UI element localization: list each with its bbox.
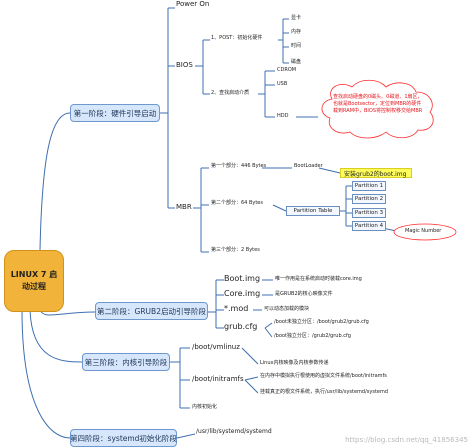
watermark: https://blog.csdn.net/qq_41856345 [345, 436, 468, 444]
bootloader-label: BootLoader [294, 163, 323, 169]
initramfs-label: /boot/initramfs [192, 375, 244, 383]
initramfs-desc-1: 在内存中模拟执行根使用的虚拟文件系统/boot/initramfs [260, 373, 387, 379]
bootimg-desc: 唯一作用是在系统启动时装载core.img [275, 276, 362, 282]
bios-label: BIOS [176, 61, 193, 69]
coreimg-desc: 是GRUB2的核心映像文件 [275, 291, 333, 297]
media-hdd: HDD [277, 113, 289, 119]
grubcfg-desc-unsplit: /boot未独立分区：/boot/grub2/grub.cfg [274, 319, 369, 325]
stage4-branch [176, 433, 196, 439]
post-items [278, 18, 289, 64]
stage3-desc-links [241, 347, 259, 394]
root-node: LINUX 7 启动过程 [4, 250, 64, 312]
root-to-stage4 [21, 309, 71, 439]
root-label: LINUX 7 启动过程 [10, 270, 58, 291]
post-item-gpu: 显卡 [291, 15, 302, 21]
stage3-node: 第三阶段：内核引导阶段 [82, 353, 170, 371]
media-usb: USB [277, 81, 288, 87]
mod-desc: 可以动态加载的模块 [264, 306, 310, 312]
media-cdrom: CDROM [277, 67, 297, 73]
bios-branches [195, 39, 210, 95]
post-label: 1、POST：初始化硬件 [211, 35, 263, 41]
mbr-part1: 第一个部分：446 Bytes [211, 163, 267, 169]
post-item-time: 时间 [291, 43, 302, 49]
bootloader-links [262, 167, 341, 174]
mbr-label: MBR [176, 203, 192, 211]
magic-number-label: Magic Number [405, 228, 442, 234]
mbr-part3: 第三个部分：2 Bytes [211, 247, 260, 253]
stage3-branches [170, 347, 190, 409]
post-item-memory: 内存 [291, 29, 302, 35]
systemd-path: /usr/lib/systemd/systemd [196, 428, 272, 435]
stage1-to-children [160, 7, 175, 209]
mbr-branches [193, 167, 209, 253]
bootimg-label: Boot.img [224, 274, 261, 283]
post-item-disk: 磁盘 [291, 59, 302, 65]
kernel-init-label: 内核初始化 [192, 404, 218, 410]
cloud-shape [321, 79, 434, 139]
root-to-stage3 [29, 309, 83, 363]
coreimg-label: Core.img [224, 289, 261, 298]
partition-2: Partition 2 [352, 194, 386, 204]
media-items [258, 70, 275, 118]
vmlinuz-desc: Linux内核映像及内核参数传递 [260, 360, 329, 366]
mod-label: *.mod [224, 304, 249, 313]
partition-4: Partition 4 [352, 221, 386, 231]
cloud-note: 查找启动硬盘的0磁头、0磁道、1扇区，也就是Bootsector，定位到MBR的… [333, 94, 423, 114]
power-on-label: Power On [176, 0, 210, 8]
stage2-branches [208, 279, 224, 329]
stage2-node: 第二阶段：GRUB2启动引导阶段 [95, 302, 208, 320]
magic-number-ellipse [393, 223, 457, 241]
vmlinuz-label: /boot/vmlinuz [192, 343, 240, 351]
stage4-node: 第四阶段：systemd初始化阶段 [70, 429, 177, 447]
root-to-stage1 [39, 112, 71, 251]
partition-3: Partition 3 [352, 208, 386, 218]
stage2-desc-links [253, 279, 273, 338]
partition-1: Partition 1 [352, 181, 386, 191]
grub-bootimg-note: 安装grub2的boot.img [340, 168, 412, 178]
grubcfg-desc-split: /boot独立分区：/grub2/grub.cfg [274, 333, 351, 339]
boot-media-label: 2、查找启动介质 [211, 90, 250, 96]
partition-table-box: Partition Table [286, 206, 340, 216]
grubcfg-label: grub.cfg [224, 322, 258, 331]
stage1-node: 第一阶段：硬件引导启动 [70, 104, 160, 122]
initramfs-desc-2: 挂载真正的根文件系统，执行/usr/lib/systemd/systemd [260, 389, 389, 395]
partition-links [272, 185, 352, 227]
mbr-part2: 第二个部分：64 Bytes [211, 200, 263, 206]
